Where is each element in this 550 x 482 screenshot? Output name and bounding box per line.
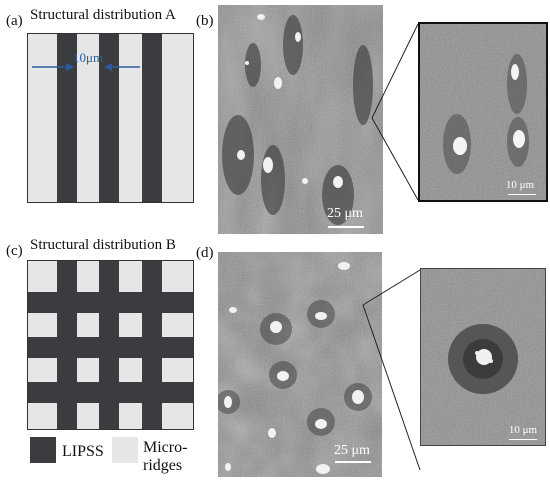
lipss-stripe	[99, 34, 119, 202]
zoom-scale-bar-label: 10 μm	[505, 179, 535, 191]
scale-bar	[328, 226, 364, 228]
sem-image-d: 25 μm	[218, 252, 382, 477]
lipss-stripe	[142, 34, 162, 202]
structural-distribution-b-schematic	[27, 260, 194, 430]
zoom-connector-lines-d	[362, 269, 421, 471]
zoom-scale-bar	[509, 439, 537, 440]
zoom-scale-bar-label: 10 μm	[508, 424, 538, 436]
dimension-label: 10μm	[73, 50, 104, 65]
sem-image-b: 25 μm	[218, 5, 383, 234]
legend-label-lipss: LIPSS	[62, 443, 104, 460]
lipss-stripe-horizontal	[28, 292, 193, 313]
panel-d-letter: (d)	[196, 245, 214, 261]
lipss-stripe	[57, 34, 77, 202]
panel-a-heading: Structural distribution A	[30, 7, 176, 23]
legend-swatch-lipss	[30, 437, 56, 463]
dimension-arrows	[32, 63, 140, 71]
zoom-scale-bar	[508, 194, 536, 195]
legend-swatch-microridges	[112, 437, 138, 463]
legend-label-microridges: Micro- ridges	[143, 439, 187, 474]
scale-bar	[335, 461, 371, 463]
scale-bar-label: 25 μm	[327, 206, 363, 221]
panel-c-heading: Structural distribution B	[30, 237, 176, 253]
panel-a-letter: (a)	[6, 13, 23, 29]
zoom-connector-lines-b	[371, 23, 419, 201]
panel-b-letter: (b)	[196, 13, 214, 29]
legend-label-microridges-line1: Micro-	[143, 439, 188, 456]
sem-zoom-b: 10 μm	[418, 22, 548, 202]
sem-zoom-d: 10 μm	[420, 268, 546, 446]
structural-distribution-a-schematic: 10μm	[27, 33, 194, 203]
scale-bar-label: 25 μm	[334, 443, 370, 458]
panel-c-letter: (c)	[6, 243, 23, 259]
lipss-stripe-horizontal	[28, 337, 193, 358]
legend-label-microridges-line2: ridges	[143, 456, 183, 474]
lipss-stripe-horizontal	[28, 382, 193, 403]
